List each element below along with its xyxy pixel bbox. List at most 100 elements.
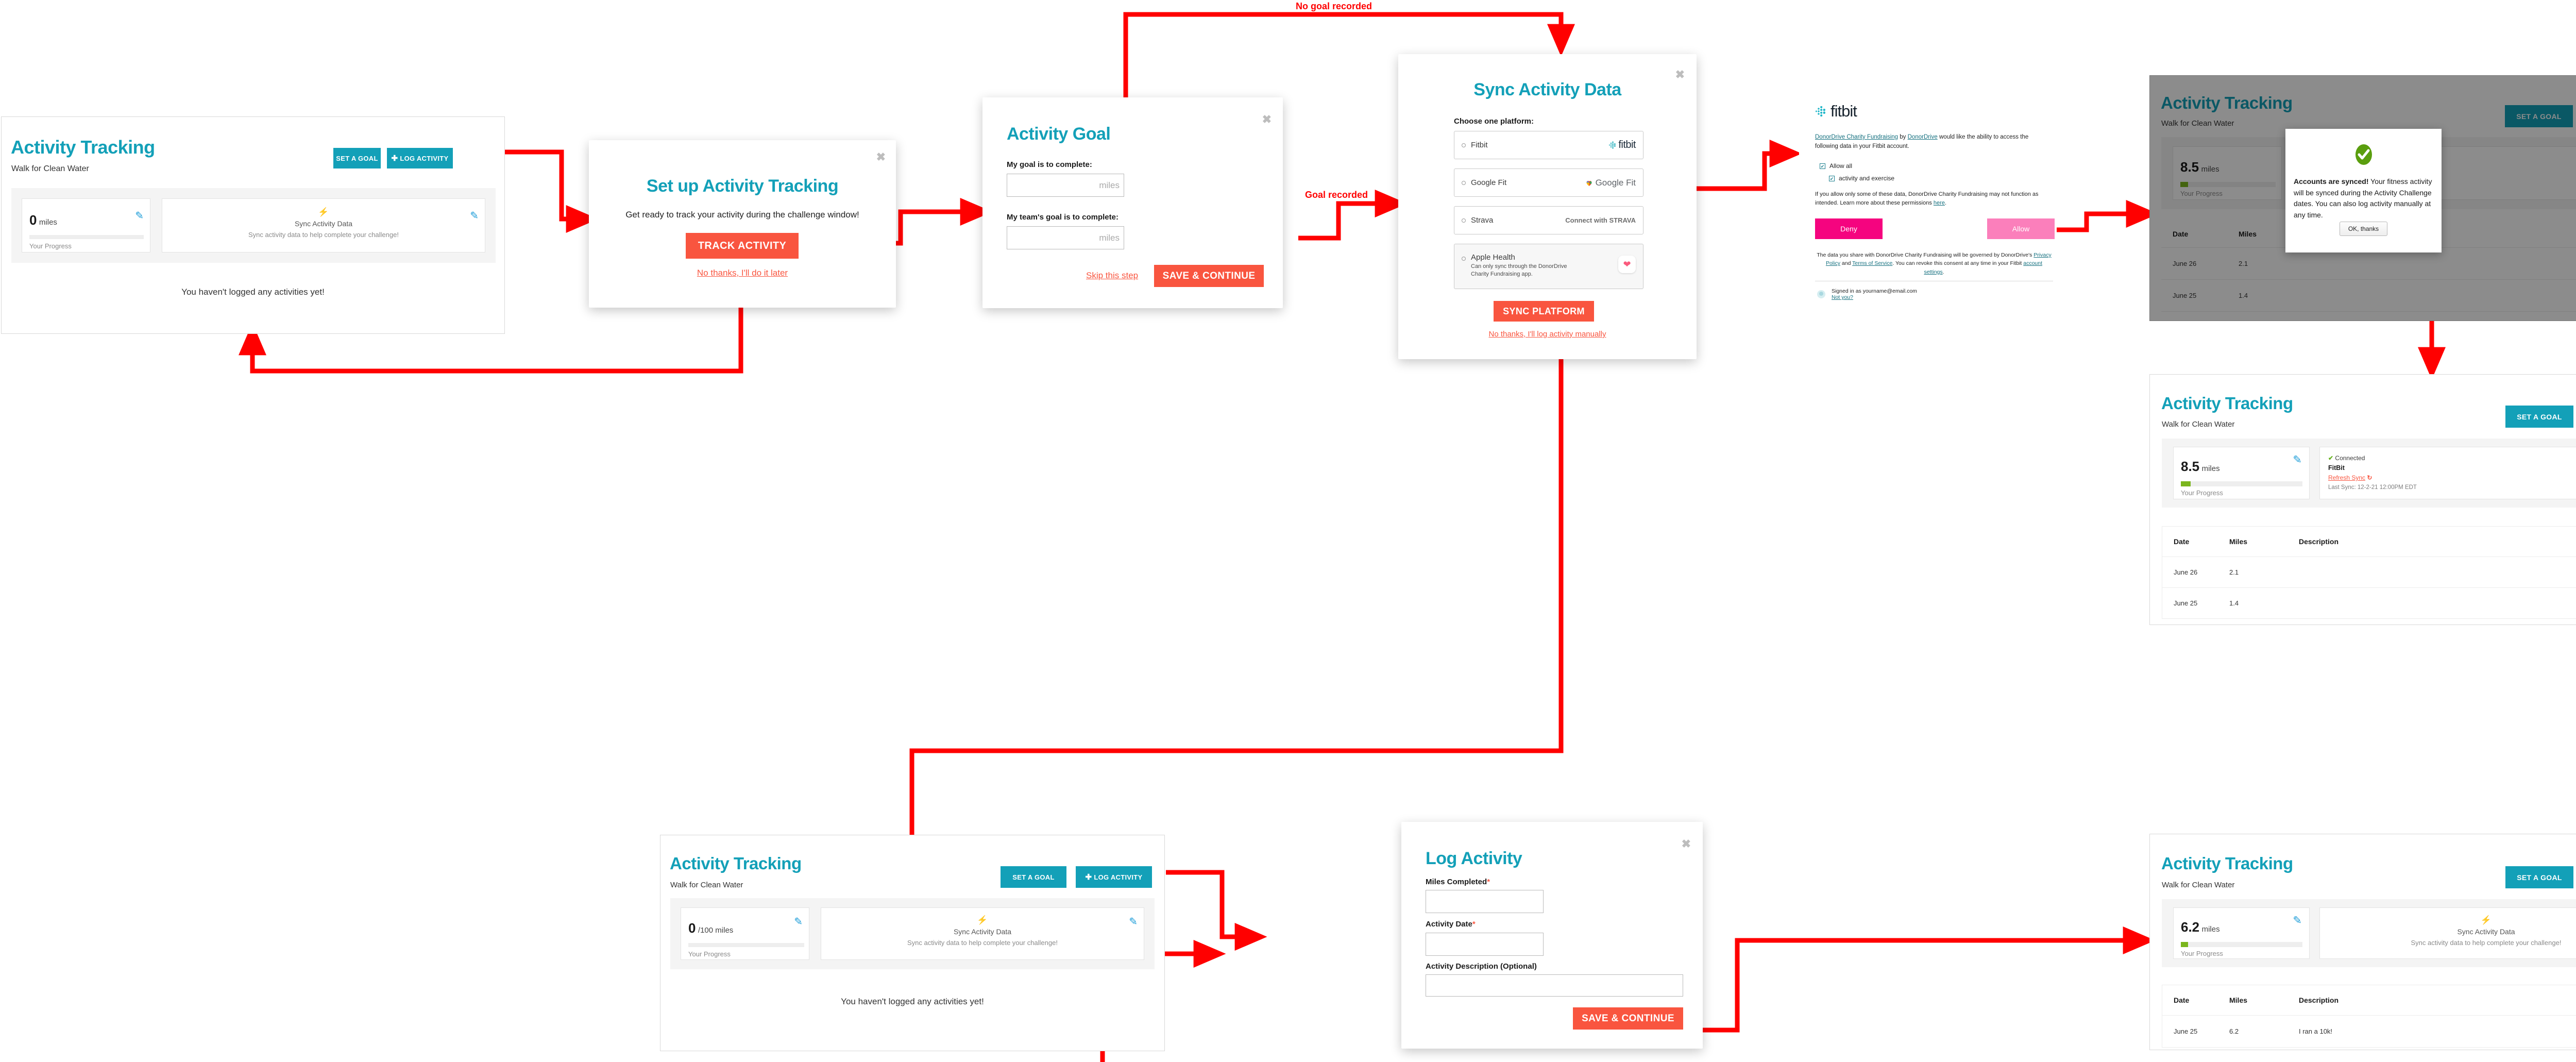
stats-band: 0 miles Your Progress ✎ ⚡ Sync Activity … — [11, 188, 496, 263]
cell-date: June 26 — [2174, 568, 2198, 576]
page-title: Activity Tracking — [670, 854, 802, 873]
save-and-continue-button[interactable]: SAVE & CONTINUE — [1573, 1007, 1683, 1030]
sync-card-title: Sync Activity Data — [294, 220, 353, 228]
signed-in-as-text: Signed in as yourname@email.com — [1832, 288, 1917, 294]
cell-miles: 1.4 — [2229, 599, 2239, 607]
sync-activity-card[interactable]: ⚡ Sync Activity Data Sync activity data … — [821, 907, 1144, 960]
cell-date: June 25 — [2173, 291, 2197, 299]
log-activity-button[interactable]: ✚LOG ACTIVITY — [1076, 866, 1152, 888]
sync-card-title: Sync Activity Data — [953, 928, 1012, 936]
sync-activity-card[interactable]: ⚡ Sync Activity Data Sync activity data … — [2319, 907, 2576, 959]
save-and-continue-button[interactable]: SAVE & CONTINUE — [1154, 265, 1264, 287]
close-icon[interactable]: ✖ — [1262, 113, 1272, 126]
col-date: Date — [2174, 537, 2190, 546]
account-settings-link[interactable]: account settings — [1924, 260, 2043, 275]
donordrive-app-link[interactable]: DonorDrive Charity Fundraising — [1815, 134, 1899, 140]
radio-icon[interactable] — [1462, 218, 1466, 223]
platform-option-apple-health[interactable]: Apple Health Can only sync through the D… — [1454, 244, 1643, 289]
edit-pencil-icon[interactable]: ✎ — [794, 916, 803, 928]
privacy-policy-link[interactable]: Privacy Policy — [1825, 252, 2052, 267]
flow-label-no-goal: No goal recorded — [1296, 1, 1372, 11]
set-a-goal-button[interactable]: SET A GOAL — [2505, 105, 2573, 127]
activity-date-label: Activity Date* — [1426, 920, 1476, 929]
sync-activity-card[interactable]: ⚡ Sync Activity Data Sync activity data … — [162, 198, 485, 252]
progress-suffix: /100 miles — [698, 926, 734, 935]
screen-activity-tracking-goal-set: Activity Tracking Walk for Clean Water S… — [660, 835, 1165, 1051]
not-you-link[interactable]: Not you? — [1832, 294, 1854, 300]
set-a-goal-button[interactable]: SET A GOAL — [333, 148, 381, 168]
checkbox-icon[interactable]: ✔ — [1829, 175, 1835, 181]
close-icon[interactable]: ✖ — [1675, 68, 1685, 81]
col-miles: Miles — [2239, 229, 2257, 238]
google-fit-logo-icon: Google Fit — [1585, 178, 1636, 188]
plus-icon: ✚ — [391, 154, 398, 163]
progress-caption: Your Progress — [2180, 190, 2223, 197]
radio-icon[interactable] — [1462, 257, 1466, 261]
edit-pencil-icon[interactable]: ✎ — [1129, 916, 1138, 928]
sync-platform-button[interactable]: SYNC PLATFORM — [1494, 301, 1594, 322]
progress-caption: Your Progress — [2181, 950, 2223, 957]
close-icon[interactable]: ✖ — [1681, 837, 1691, 850]
modal-title: Set up Activity Tracking — [646, 176, 839, 196]
fitbit-consent-panel: fitbit DonorDrive Charity Fundraising by… — [1799, 99, 2057, 305]
radio-icon[interactable] — [1462, 143, 1466, 147]
platform-option-strava[interactable]: Strava Connect with STRAVA — [1454, 206, 1643, 234]
terms-of-service-link[interactable]: Terms of Service — [1852, 260, 1893, 267]
set-a-goal-button[interactable]: SET A GOAL — [2505, 866, 2573, 888]
dialog-text: Your fitness activity will be synced dur… — [2294, 177, 2432, 220]
ok-thanks-button[interactable]: OK, thanks — [2339, 222, 2388, 236]
do-it-later-link[interactable]: No thanks, I'll do it later — [697, 268, 788, 278]
progress-card: 6.2 miles Your Progress ✎ — [2173, 907, 2310, 959]
log-manually-link[interactable]: No thanks, I'll log activity manually — [1488, 330, 1606, 339]
scope-row-activity[interactable]: ✔ activity and exercise — [1829, 175, 1894, 182]
modal-set-up-activity-tracking: ✖ Set up Activity Tracking Get ready to … — [589, 140, 896, 308]
activity-table-element: Date Miles Description June 26 2.1 ⚡ Jun… — [2162, 527, 2576, 619]
my-goal-input[interactable]: miles — [1007, 174, 1124, 197]
col-date: Date — [2173, 229, 2189, 238]
page-title: Activity Tracking — [11, 137, 155, 158]
activity-table: Date Miles Description June 26 2.1 ⚡ Jun… — [2162, 526, 2576, 619]
page-subtitle: Walk for Clean Water — [2162, 881, 2235, 889]
platform-option-fitbit[interactable]: Fitbit fitbit — [1454, 131, 1643, 159]
cell-miles: 6.2 — [2229, 1027, 2239, 1035]
track-activity-button[interactable]: TRACK ACTIVITY — [686, 233, 799, 259]
platform-option-google-fit[interactable]: Google Fit Google Fit — [1454, 168, 1643, 197]
progress-bar — [2180, 182, 2276, 187]
connected-platform-name: FitBit — [2328, 464, 2345, 471]
set-a-goal-button[interactable]: SET A GOAL — [2505, 406, 2573, 428]
edit-pencil-icon[interactable]: ✎ — [470, 210, 479, 222]
progress-bar — [29, 235, 144, 239]
refresh-sync-link[interactable]: Refresh Sync ↻ — [2328, 474, 2372, 481]
skip-this-step-link[interactable]: Skip this step — [1086, 271, 1139, 280]
platform-label: Fitbit — [1471, 141, 1488, 149]
miles-completed-input[interactable] — [1426, 890, 1544, 913]
sync-card-subtitle: Sync activity data to help complete your… — [2411, 939, 2562, 947]
set-a-goal-button[interactable]: SET A GOAL — [1001, 866, 1066, 888]
platform-label: Google Fit — [1471, 178, 1507, 187]
allow-all-row[interactable]: ✔ Allow all — [1820, 162, 1852, 170]
donordrive-org-link[interactable]: DonorDrive — [1907, 134, 1938, 140]
apple-health-note: Can only sync through the DonorDrive Cha… — [1471, 263, 1567, 277]
deny-button[interactable]: Deny — [1815, 218, 1883, 239]
checkbox-icon[interactable]: ✔ — [1820, 163, 1825, 169]
modal-body-text: Get ready to track your activity during … — [625, 210, 859, 220]
modal-title: Sync Activity Data — [1473, 80, 1621, 99]
edit-pencil-icon[interactable]: ✎ — [2293, 454, 2302, 466]
progress-unit: miles — [39, 218, 57, 227]
team-goal-input[interactable]: miles — [1007, 226, 1124, 249]
log-activity-button[interactable]: ✚LOG ACTIVITY — [387, 148, 453, 168]
activity-table: Date Miles Description June 25 6.2 I ran… — [2162, 985, 2576, 1048]
edit-pencil-icon[interactable]: ✎ — [135, 210, 144, 222]
dialog-bold-text: Accounts are synced! — [2294, 177, 2369, 186]
activity-description-input[interactable] — [1426, 974, 1683, 997]
radio-icon[interactable] — [1462, 180, 1466, 185]
cell-miles: 2.1 — [2229, 568, 2239, 576]
fitbit-logo-icon: fitbit — [1608, 139, 1636, 151]
allow-button[interactable]: Allow — [1987, 218, 2055, 239]
learn-more-link[interactable]: here — [1933, 199, 1945, 206]
activity-table-element: Date Miles Description June 25 6.2 I ran… — [2162, 985, 2576, 1047]
edit-pencil-icon[interactable]: ✎ — [2293, 915, 2302, 926]
activity-date-input[interactable] — [1426, 933, 1544, 956]
green-check-icon: ✔ — [2328, 454, 2334, 462]
close-icon[interactable]: ✖ — [876, 150, 886, 163]
